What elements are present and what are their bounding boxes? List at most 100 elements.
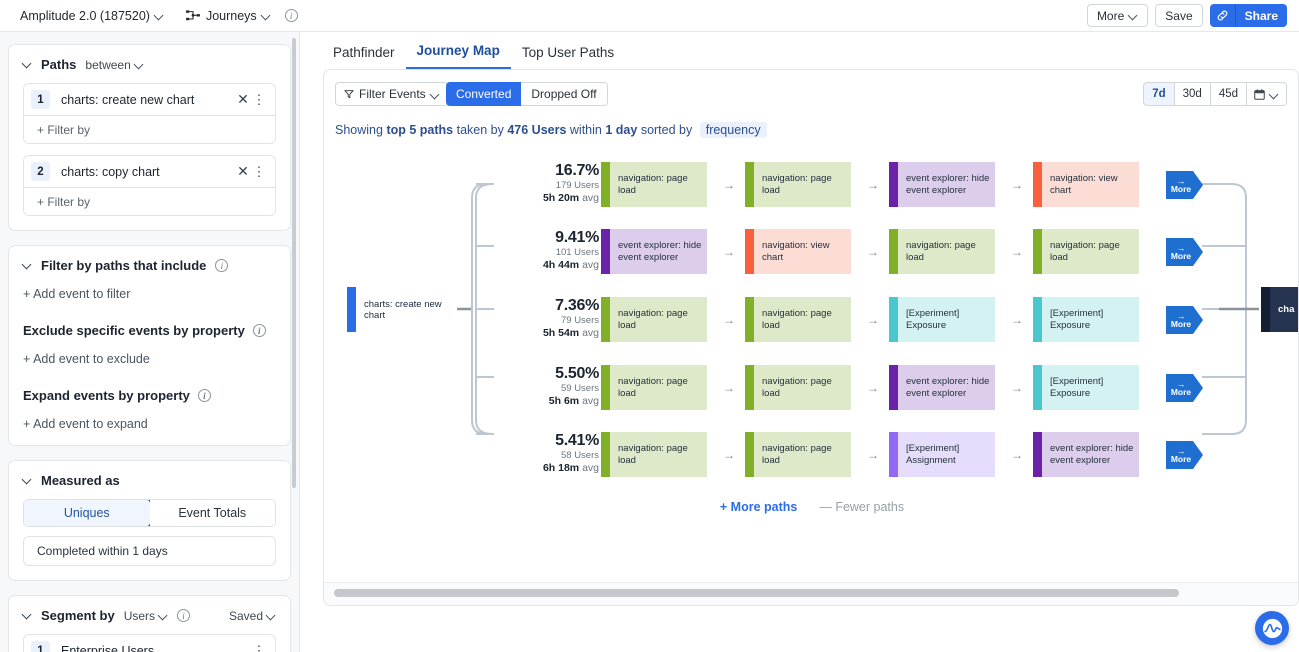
info-icon[interactable]: i	[284, 9, 298, 22]
more-steps-tag[interactable]: →More	[1166, 441, 1203, 469]
chevron-down-icon[interactable]	[23, 261, 32, 270]
journey-step-node[interactable]: [Experiment] Exposure	[1033, 297, 1139, 342]
path-users: 101 Users	[555, 247, 599, 259]
add-filter-1[interactable]: + Filter by	[24, 115, 275, 143]
more-steps-tag[interactable]: →More	[1166, 374, 1203, 402]
project-selector[interactable]: Amplitude 2.0 (187520)	[14, 6, 170, 26]
horizontal-scrollbar-thumb[interactable]	[334, 589, 1179, 597]
range-45d[interactable]: 45d	[1210, 82, 1247, 106]
save-button[interactable]: Save	[1155, 4, 1203, 27]
journey-step-node[interactable]: navigation: page load	[601, 365, 707, 410]
journey-step-node[interactable]: navigation: page load	[601, 162, 707, 207]
event-menu-icon[interactable]: ⋮	[252, 163, 266, 179]
more-steps-tag[interactable]: →More	[1166, 306, 1203, 334]
event-label: charts: create new chart	[61, 92, 195, 107]
tab-journey-map[interactable]: Journey Map	[405, 43, 511, 69]
step-node-label: navigation: page load	[762, 375, 832, 399]
tab-top-user-paths[interactable]: Top User Paths	[521, 45, 615, 60]
step-arrow-icon: →	[723, 312, 735, 327]
start-node-label: charts: create new chart	[364, 298, 442, 321]
journey-step-node[interactable]: event explorer: hide event explorer	[889, 162, 995, 207]
sidebar-scrollbar-track[interactable]	[292, 34, 298, 650]
event-menu-icon[interactable]: ⋮	[252, 91, 266, 107]
journey-step-node[interactable]: [Experiment] Exposure	[889, 297, 995, 342]
more-tag-text: More	[1170, 250, 1192, 261]
journey-step-node[interactable]: navigation: page load	[745, 297, 851, 342]
segment-users-dropdown[interactable]: Users	[124, 609, 168, 623]
fewer-paths-button[interactable]: — Fewer paths	[819, 500, 905, 514]
journey-step-node[interactable]: [Experiment] Assignment	[889, 432, 995, 477]
amplitude-help-button[interactable]	[1255, 611, 1289, 645]
info-icon[interactable]: i	[215, 259, 229, 272]
segment-row-1-content[interactable]: 1 Enterprise Users ⋮	[24, 635, 275, 652]
journey-step-node[interactable]: navigation: page load	[745, 162, 851, 207]
converted-button[interactable]: Converted	[446, 82, 522, 106]
more-steps-tag[interactable]: →More	[1166, 171, 1203, 199]
segment-number: 1	[31, 641, 50, 652]
journey-step-node[interactable]: navigation: page load	[745, 432, 851, 477]
filter-events-button[interactable]: Filter Events	[335, 82, 449, 106]
journey-step-node[interactable]: navigation: view chart	[745, 229, 851, 274]
tab-pathfinder[interactable]: Pathfinder	[333, 45, 395, 60]
chevron-down-icon[interactable]	[23, 476, 32, 485]
more-paths-button[interactable]: + More paths	[719, 500, 798, 514]
remove-event-icon[interactable]: ✕	[237, 91, 249, 107]
chevron-down-icon[interactable]	[23, 60, 32, 69]
custom-date-button[interactable]	[1247, 82, 1287, 106]
add-event-to-exclude[interactable]: + Add event to exclude	[23, 352, 150, 366]
journey-step-node[interactable]: event explorer: hide event explorer	[1033, 432, 1139, 477]
main-panel: Pathfinder Journey Map Top User Paths Fi…	[300, 32, 1299, 652]
journey-step-node[interactable]: navigation: page load	[1033, 229, 1139, 274]
copy-link-button[interactable]	[1209, 4, 1236, 27]
info-icon[interactable]: i	[197, 389, 211, 402]
end-node[interactable]: cha	[1261, 287, 1298, 332]
top-bar: Amplitude 2.0 (187520) Journeys i More S…	[0, 0, 1299, 32]
remove-event-icon[interactable]: ✕	[237, 163, 249, 179]
add-event-to-filter[interactable]: + Add event to filter	[23, 287, 131, 301]
path-event-1-row[interactable]: 1 charts: create new chart ✕ ⋮	[24, 84, 275, 115]
sidebar-scrollbar-thumb[interactable]	[292, 38, 296, 488]
segment-menu-icon[interactable]: ⋮	[252, 642, 266, 652]
paths-mode-dropdown[interactable]: between	[85, 58, 143, 72]
dropped-off-button[interactable]: Dropped Off	[521, 82, 608, 106]
step-node-label: navigation: page load	[762, 307, 832, 331]
chevron-down-icon[interactable]	[23, 611, 32, 620]
info-icon[interactable]: i	[177, 609, 191, 622]
step-arrow-icon: →	[1011, 177, 1023, 192]
journey-step-node[interactable]: [Experiment] Exposure	[1033, 365, 1139, 410]
journey-step-node[interactable]: navigation: page load	[889, 229, 995, 274]
start-node[interactable]: charts: create new chart	[347, 287, 457, 332]
journey-step-node[interactable]: event explorer: hide event explorer	[889, 365, 995, 410]
info-icon[interactable]: i	[252, 324, 266, 337]
range-30d[interactable]: 30d	[1174, 82, 1211, 106]
segment-saved-dropdown[interactable]: Saved	[229, 609, 276, 623]
step-node-label: navigation: view chart	[1050, 172, 1118, 196]
journeys-selector[interactable]: Journeys	[180, 6, 277, 26]
more-tag-label: →More	[1166, 238, 1196, 266]
journey-step-node[interactable]: navigation: page load	[601, 432, 707, 477]
measure-uniques-option[interactable]: Uniques	[24, 500, 151, 526]
journey-step-node[interactable]: navigation: page load	[745, 365, 851, 410]
range-7d[interactable]: 7d	[1143, 82, 1175, 106]
completed-within-field[interactable]: Completed within 1 days	[23, 536, 276, 566]
horizontal-scrollbar[interactable]	[324, 582, 1298, 605]
share-button[interactable]: Share	[1235, 4, 1287, 27]
journey-step-node[interactable]: navigation: view chart	[1033, 162, 1139, 207]
event-number: 1	[31, 90, 50, 109]
journey-step-node[interactable]: navigation: page load	[601, 297, 707, 342]
path-avg-time: 5h 6m avg	[548, 395, 599, 408]
path-event-2-row[interactable]: 2 charts: copy chart ✕ ⋮	[24, 156, 275, 187]
measure-event-totals-option[interactable]: Event Totals	[149, 500, 275, 526]
add-filter-2[interactable]: + Filter by	[24, 187, 275, 215]
step-node-bar	[889, 365, 898, 410]
more-button[interactable]: More	[1086, 4, 1149, 27]
journeys-icon	[186, 10, 200, 21]
journey-step-node[interactable]: event explorer: hide event explorer	[601, 229, 707, 274]
step-node-label: navigation: page load	[762, 172, 832, 196]
exclude-events-title: Exclude specific events by property	[23, 323, 245, 338]
sort-value-chip[interactable]: frequency	[699, 122, 767, 138]
amplitude-logo-icon	[1262, 618, 1282, 638]
add-event-to-expand[interactable]: + Add event to expand	[23, 417, 148, 431]
more-steps-tag[interactable]: →More	[1166, 238, 1203, 266]
